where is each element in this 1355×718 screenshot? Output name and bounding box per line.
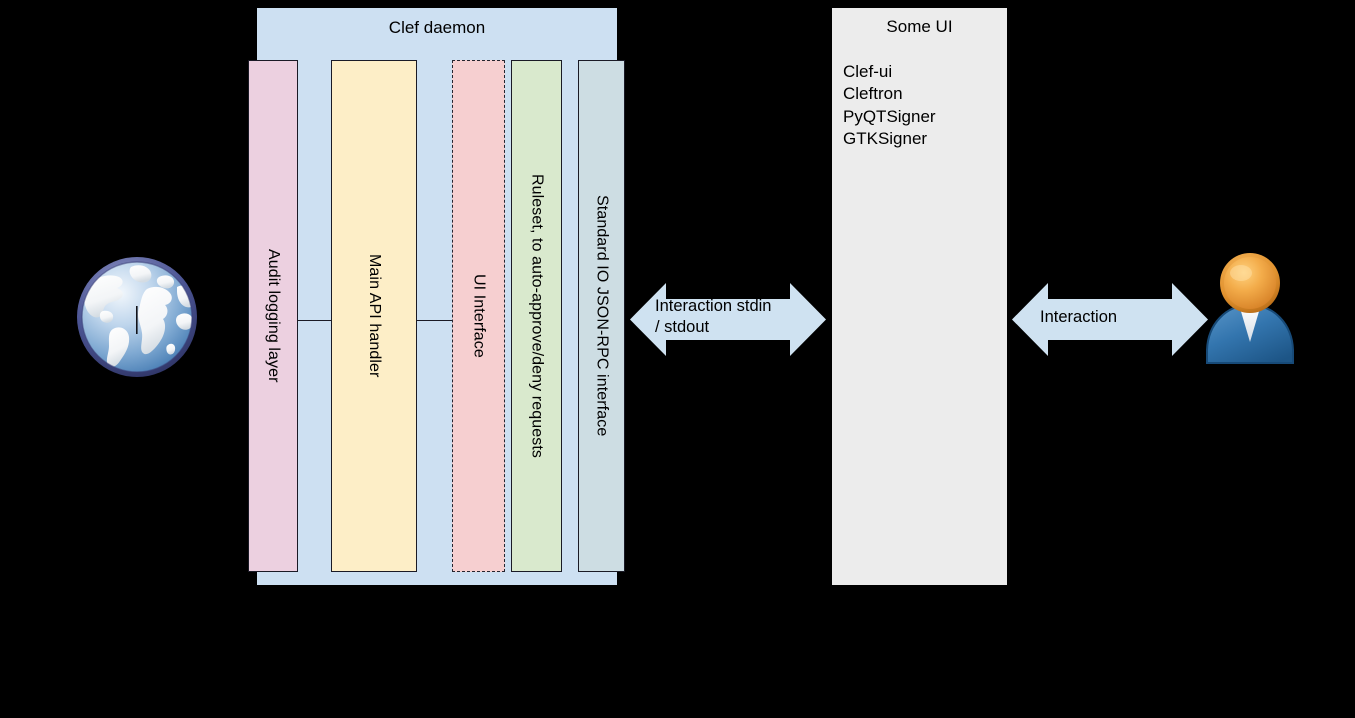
clef-daemon-container [257,8,617,585]
component-label: Main API handler [366,254,383,378]
arrow-daemon-to-ui [630,283,826,356]
component-label: Audit logging layer [265,249,282,383]
list-item: PyQTSigner [843,106,936,126]
component-label: UI Interface [470,274,488,358]
arrow-ui-to-user [1012,283,1208,356]
globe-icon [73,253,201,381]
component-ruleset[interactable]: Ruleset, to auto-approve/deny requests [511,60,562,572]
component-main-api-handler[interactable]: Main API handler [331,60,417,572]
some-ui-list: Clef-ui Cleftron PyQTSigner GTKSigner [843,61,1003,150]
list-item: Clef-ui [843,62,893,81]
component-audit-logging-layer[interactable]: Audit logging layer [248,60,298,572]
list-item: Cleftron [843,84,903,104]
component-standard-io-json-rpc[interactable]: Standard IO JSON-RPC interface [578,60,625,572]
component-label: Ruleset, to auto-approve/deny requests [528,174,546,458]
component-ui-interface[interactable]: UI Interface [452,60,505,572]
user-icon [1200,250,1300,368]
clef-daemon-title: Clef daemon [388,18,486,37]
connector-audit-to-api [297,320,332,321]
some-ui-title: Some UI [886,17,953,36]
connector-api-to-uiiface [416,320,453,321]
arrow-daemon-to-ui-label: Interaction stdin / stdout [655,297,772,336]
list-item: GTKSigner [843,128,928,148]
component-label: Standard IO JSON-RPC interface [593,195,611,437]
some-ui-panel [832,8,1007,585]
arrow-ui-to-user-label: Interaction [1040,308,1118,326]
